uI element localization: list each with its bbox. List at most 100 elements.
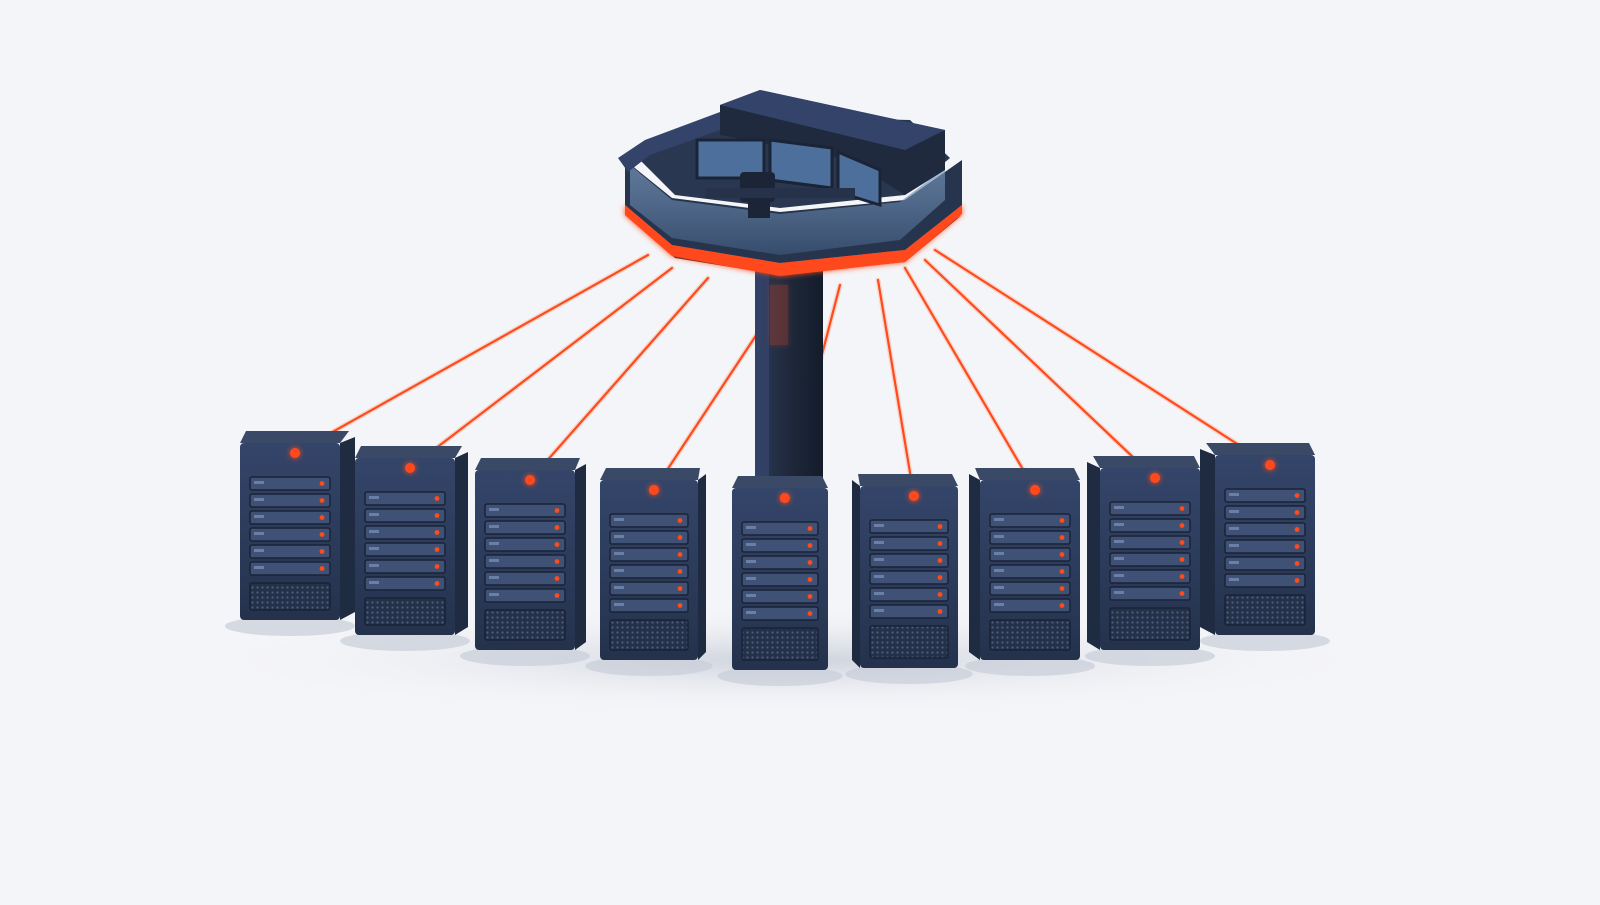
- status-led-icon: [807, 543, 813, 548]
- status-led-icon: [1294, 510, 1300, 515]
- drive-bay: [1109, 501, 1191, 516]
- drive-bay: [1224, 505, 1306, 520]
- network-link-icon: [293, 253, 650, 455]
- status-led-icon: [319, 515, 325, 520]
- drive-bay: [249, 561, 331, 576]
- drive-bay: [609, 598, 689, 613]
- status-led-icon: [1294, 544, 1300, 549]
- network-link-icon: [933, 248, 1272, 467]
- status-led-icon: [554, 593, 560, 598]
- status-led-icon: [1179, 506, 1185, 511]
- status-led-icon: [319, 498, 325, 503]
- drive-bay: [609, 564, 689, 579]
- status-led-icon: [807, 577, 813, 582]
- drive-bay: [1224, 539, 1306, 554]
- drive-bay: [1109, 586, 1191, 601]
- status-led-icon: [1179, 540, 1185, 545]
- status-led-icon: [1179, 557, 1185, 562]
- status-led-icon: [779, 493, 790, 503]
- drive-bay: [989, 598, 1071, 613]
- drive-bay: [1109, 518, 1191, 533]
- drive-bay: [484, 588, 566, 603]
- status-led-icon: [937, 592, 943, 597]
- status-led-icon: [908, 491, 919, 501]
- vent-grille: [484, 609, 566, 641]
- vent-grille: [364, 597, 446, 626]
- drive-bay: [989, 581, 1071, 596]
- drive-bay: [869, 604, 949, 619]
- status-led-icon: [319, 566, 325, 571]
- drive-bay: [364, 525, 446, 540]
- drive-bay: [609, 530, 689, 545]
- drive-bay: [484, 537, 566, 552]
- drive-bay: [741, 555, 819, 570]
- status-led-icon: [1294, 527, 1300, 532]
- operator-chair: [705, 172, 855, 218]
- status-led-icon: [807, 560, 813, 565]
- drive-bay: [249, 476, 331, 491]
- status-led-icon: [405, 463, 415, 473]
- status-led-icon: [1265, 460, 1275, 470]
- drive-bay: [989, 513, 1071, 528]
- vent-grille: [989, 619, 1071, 651]
- network-link-icon: [903, 266, 1037, 492]
- drive-bay: [1224, 556, 1306, 571]
- drive-bay: [364, 508, 446, 523]
- status-led-icon: [1294, 561, 1300, 566]
- vent-grille: [249, 582, 331, 611]
- drive-bay: [1224, 488, 1306, 503]
- status-led-icon: [937, 575, 943, 580]
- status-led-icon: [1294, 493, 1300, 498]
- server-racks: [225, 431, 1330, 686]
- status-led-icon: [677, 603, 683, 608]
- drive-bay: [249, 527, 331, 542]
- status-led-icon: [1179, 523, 1185, 528]
- drive-bay: [364, 542, 446, 557]
- status-led-icon: [434, 530, 440, 535]
- status-led-icon: [648, 485, 659, 495]
- status-led-icon: [937, 541, 943, 546]
- status-led-icon: [434, 564, 440, 569]
- status-led-icon: [1059, 569, 1065, 574]
- drive-bay: [1224, 573, 1306, 588]
- drive-bay: [1109, 535, 1191, 550]
- drive-bay: [249, 493, 331, 508]
- monitor-wall: [695, 138, 882, 208]
- status-led-icon: [677, 518, 683, 523]
- drive-bay: [1109, 569, 1191, 584]
- status-led-icon: [554, 576, 560, 581]
- status-led-icon: [1059, 535, 1065, 540]
- drive-bay: [484, 571, 566, 586]
- vent-grille: [869, 625, 949, 659]
- status-led-icon: [319, 532, 325, 537]
- status-led-icon: [1059, 586, 1065, 591]
- server-rack-icon: [845, 474, 973, 684]
- control-tower-icon: [618, 90, 962, 276]
- status-led-icon: [319, 549, 325, 554]
- drive-bay: [1109, 552, 1191, 567]
- server-rack-icon: [585, 468, 713, 676]
- drive-bay: [364, 491, 446, 506]
- drive-bay: [741, 538, 819, 553]
- status-led-icon: [319, 481, 325, 486]
- drive-bay: [609, 547, 689, 562]
- drive-bay: [989, 547, 1071, 562]
- status-led-icon: [677, 552, 683, 557]
- status-led-icon: [937, 524, 943, 529]
- drive-bay: [249, 544, 331, 559]
- status-led-icon: [1059, 518, 1065, 523]
- drive-bay: [1224, 522, 1306, 537]
- status-led-icon: [1030, 485, 1040, 495]
- status-led-icon: [807, 526, 813, 531]
- server-rack-icon: [225, 431, 355, 636]
- status-led-icon: [807, 594, 813, 599]
- vent-grille: [1109, 607, 1191, 641]
- vent-grille: [1224, 594, 1306, 626]
- status-led-icon: [554, 542, 560, 547]
- status-led-icon: [434, 581, 440, 586]
- status-led-icon: [1059, 552, 1065, 557]
- status-led-icon: [807, 611, 813, 616]
- drive-bay: [741, 589, 819, 604]
- status-led-icon: [525, 475, 535, 485]
